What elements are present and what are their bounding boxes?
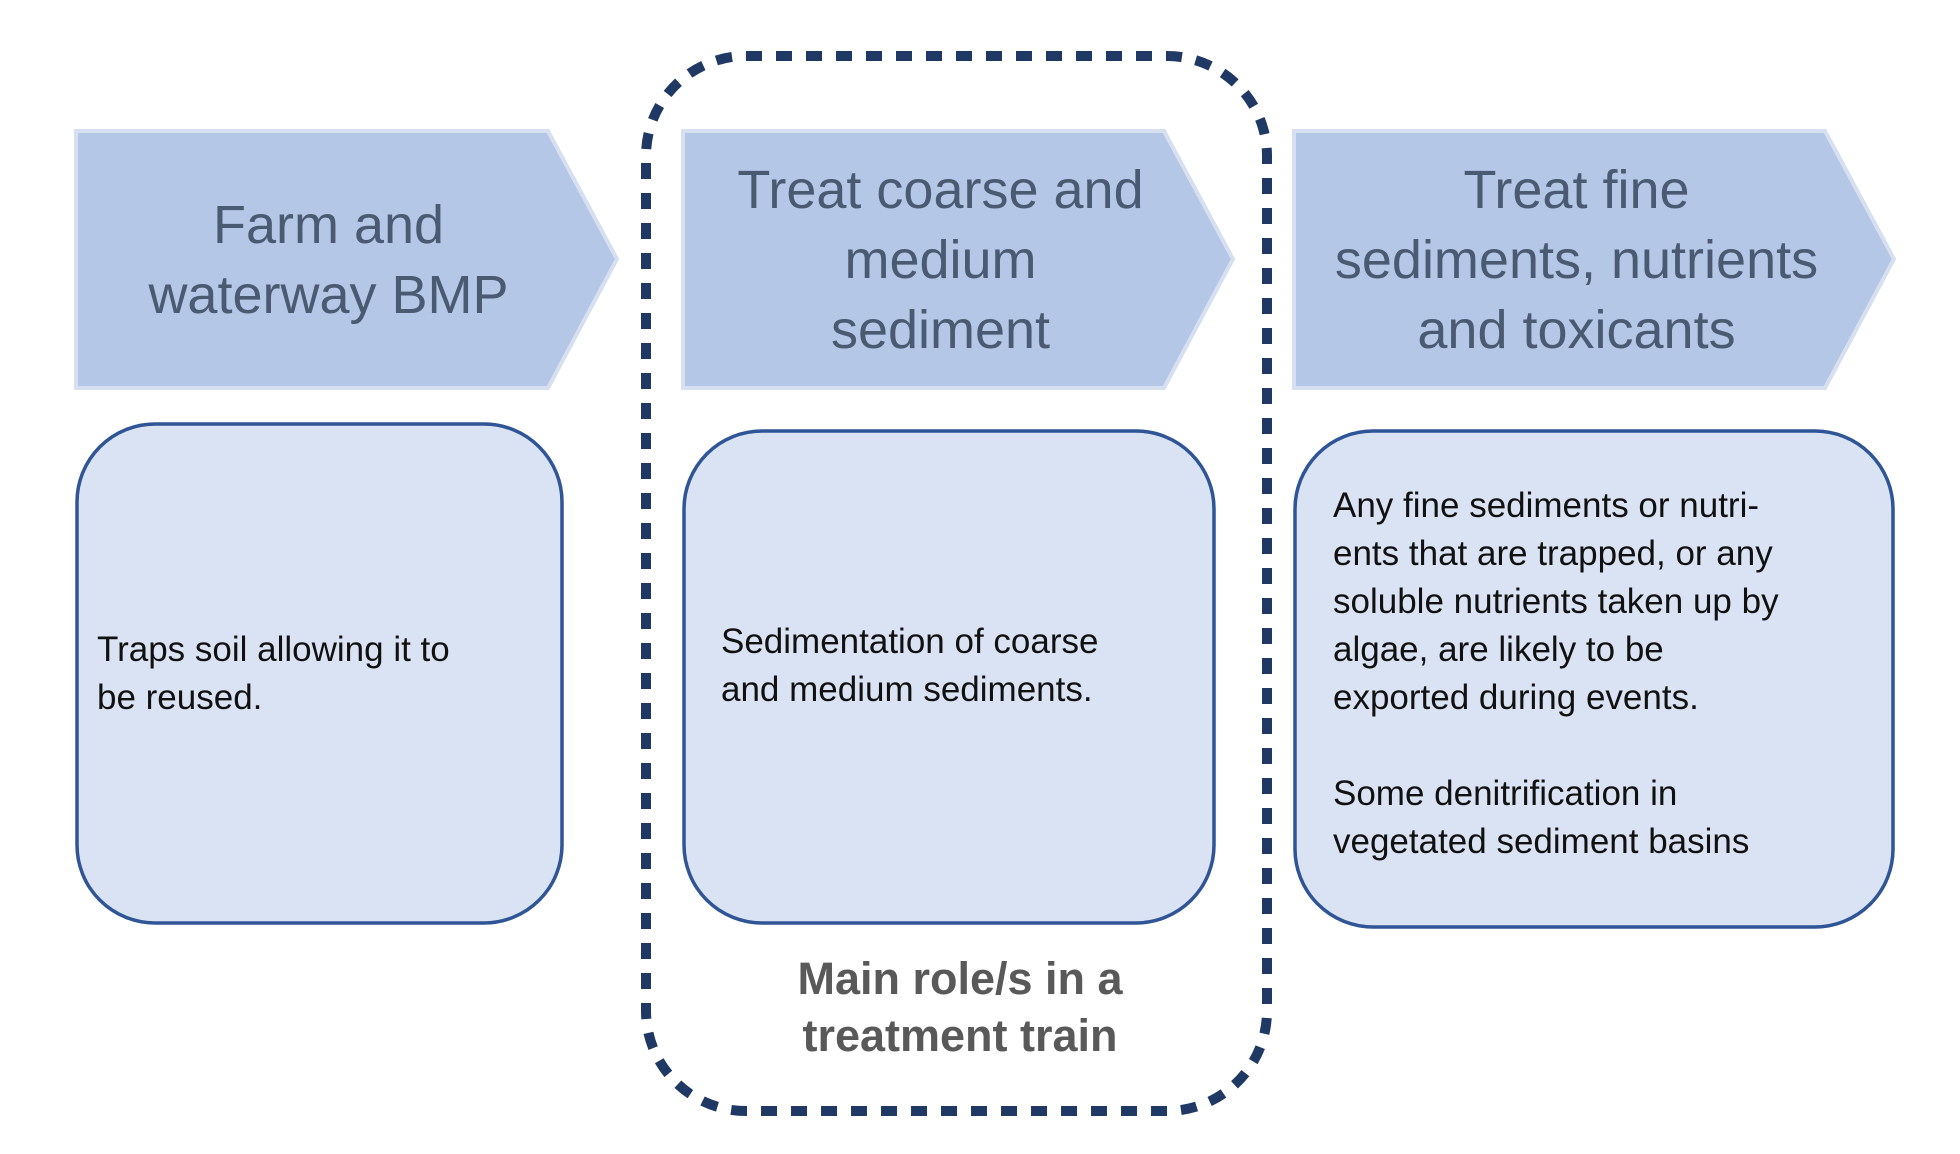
body-line: and medium sediments. <box>721 670 1093 709</box>
chevron-coarse-sediment <box>681 129 1236 390</box>
main-role-caption: Main role/s in a treatment train <box>700 950 1220 1064</box>
box-fine-sediment <box>1293 429 1895 929</box>
body-line: Some denitrification in <box>1333 774 1678 813</box>
box-farm-bmp <box>75 422 564 925</box>
chevron-fine-sediment <box>1292 129 1897 390</box>
body-line: soluble nutrients taken up by <box>1333 582 1779 621</box>
title-line: sediments, nutrients <box>1334 229 1819 290</box>
body-line: Traps soil allowing it to <box>97 629 450 669</box>
title-line: and toxicants <box>1417 299 1736 360</box>
chevron-farm-bmp <box>74 129 620 390</box>
title-line: waterway BMP <box>148 264 509 325</box>
stage-description-1: Traps soil allowing it to be reused. <box>97 424 547 923</box>
paragraph-gap <box>1333 722 1883 770</box>
stage-description-2: Sedimentation of coarse and medium sedim… <box>721 420 1201 912</box>
caption-line: Main role/s in a <box>797 953 1123 1004</box>
body-line: Any fine sediments or nutri- <box>1333 486 1760 525</box>
body-line: ents that are trapped, or any <box>1333 534 1773 573</box>
body-line: exported during events. <box>1333 678 1699 717</box>
box-coarse-sediment <box>682 429 1216 925</box>
stage-title-2: Treat coarse and medium sediment <box>683 131 1198 388</box>
title-line: Treat coarse and <box>737 159 1144 220</box>
main-role-dashed-outline <box>641 51 1272 1116</box>
title-line: sediment <box>830 299 1051 360</box>
body-line: algae, are likely to be <box>1333 630 1664 669</box>
body-line: be reused. <box>97 677 263 717</box>
stage-title-3: Treat fine sediments, nutrients and toxi… <box>1294 131 1859 388</box>
stage-description-3: Any fine sediments or nutri- ents that a… <box>1333 482 1883 866</box>
title-line: Farm and <box>212 194 445 255</box>
title-line: medium <box>844 229 1037 290</box>
caption-line: treatment train <box>802 1010 1118 1061</box>
stage-title-1: Farm and waterway BMP <box>76 131 581 388</box>
body-line: vegetated sediment basins <box>1333 822 1750 861</box>
title-line: Treat fine <box>1463 159 1690 220</box>
body-line: Sedimentation of coarse <box>721 622 1099 661</box>
